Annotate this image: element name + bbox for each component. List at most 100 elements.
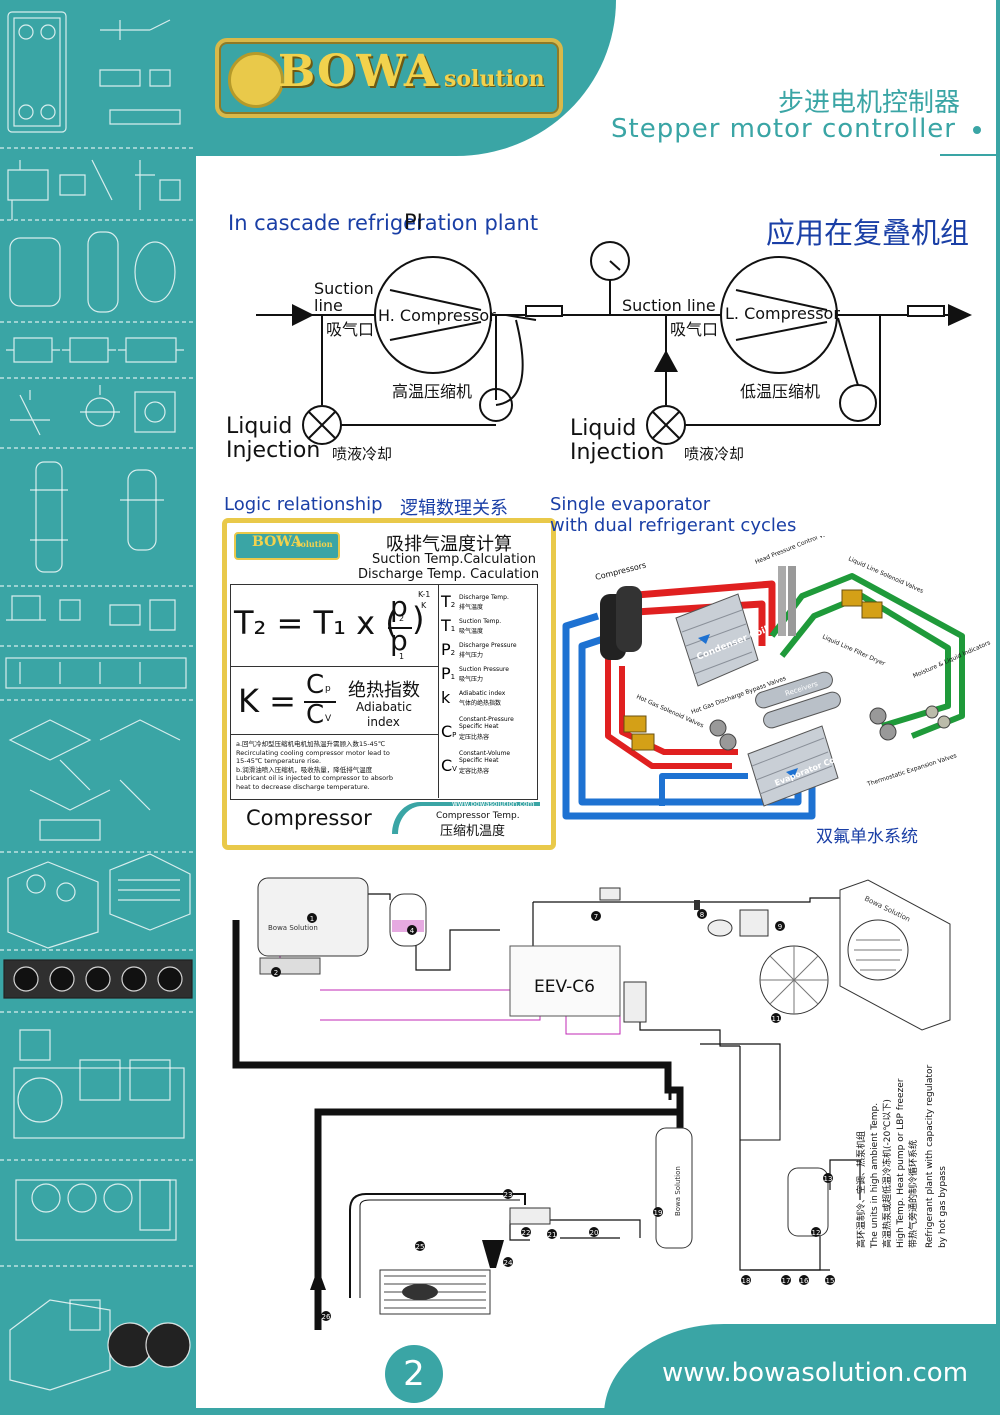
card-note-line: heat to decrease discharge temperature. [236,782,370,791]
flow-arrow-icon [948,304,972,326]
part-number: 17 [782,1277,791,1285]
dual-cycle-diagram: Compressors Head Pressure Control Valves… [562,536,992,820]
injection-label-1: Injection [226,438,321,463]
card-comp-temp-en: Compressor Temp. [436,811,520,821]
suction-line-label-1b: line [314,296,343,315]
suction-cn-label-2: 吸气口 [670,320,719,339]
receiver-tank-icon [655,1127,693,1249]
card-footer-inner [398,806,540,834]
pressure-valve-icon [778,566,786,636]
side-note: 高温热泵或超低温冷冻机(-20℃以下) [881,1099,893,1248]
label-thermostatic: Thermostatic Expansion Valves [866,752,958,788]
part-number: 11 [772,1015,781,1023]
part-number: 21 [548,1231,557,1239]
k-formula-den: C [306,700,325,730]
formula-fraction-bar [388,627,412,629]
formula-p1-sub: 1 [399,652,405,661]
card-note-line: a.回气冷却型压缩机电机加热温升需顾入数15-45℃ [236,740,386,748]
legend-symbol: C [441,756,453,775]
formula-close-paren: ) [412,600,425,638]
condenser-coil-icon [675,593,759,687]
bypass-valve-icon [719,733,737,751]
legend-en: Adiabatic index [459,690,506,697]
legend-item: CV Constant-Volume Specific Heat 定容比热容 [441,750,510,775]
part-number: 20 [590,1229,599,1237]
pressure-valve-icon [788,566,796,636]
part-number: 19 [654,1209,663,1217]
separator-icon [389,893,427,947]
card-title-cn: 吸排气温度计算 [386,534,512,555]
legend-en: Suction Temp. [459,618,502,625]
legend-cn: 吸气温度 [459,628,484,635]
compressor-icon [616,586,642,652]
cascade-heading-cn: 应用在复叠机组 [766,216,970,250]
formula-exponent-den: K [421,601,427,610]
liquid-receiver-icon [787,1167,829,1237]
part-number: 12 [812,1229,821,1237]
part-number: 26 [322,1313,331,1321]
legend-symbol: T [441,616,451,635]
part-number: 22 [522,1229,531,1237]
legend-symbol: C [441,722,453,741]
part-number: 16 [800,1277,809,1285]
part-number: 4 [410,927,415,935]
pressure-switch-icon [707,919,733,937]
k-formula-num: C [306,670,325,700]
card-logo-sub: solution [296,539,333,549]
side-note: The units in high ambient Temp. [870,1103,880,1249]
page-title-en: Stepper motor controller [611,114,956,144]
injection-cn-1: 喷液冷却 [332,445,393,463]
brand-logo-text: BOWA [278,46,440,97]
card-divider [438,584,439,798]
card-compressor-label: Compressor [246,806,372,830]
formula-t2: T₂ = T₁ x ( [234,604,398,642]
part-number: 24 [504,1259,513,1267]
flow-arrow-icon [292,304,314,326]
evaporator-heading-1: Single evaporator [550,494,711,515]
legend-en: Discharge Temp. [459,594,509,601]
part-number: 9 [778,923,782,931]
legend-en: Discharge Pressure [459,642,517,649]
brand-logo-sub: solution [444,66,545,92]
legend-symbol: P [441,640,451,659]
part-number: 2 [274,969,278,977]
legend-en: Suction Pressure [459,666,509,673]
flow-arrow-icon [654,350,678,372]
adiabatic-en2: index [367,715,400,729]
legend-symbol: P [441,664,451,683]
page-title-cn: 步进电机控制器 [777,88,960,118]
side-note: 带热气旁通的制冷循环系统 [907,1140,919,1248]
adiabatic-cn: 绝热指数 [348,680,420,701]
legend-symbol: k [441,688,451,707]
expansion-valve-icon [879,723,897,741]
distributor-icon [482,1240,504,1268]
solenoid-valve-icon [841,589,863,607]
sight-glass-icon [599,887,621,901]
footer-band [604,1324,996,1415]
side-note: Refrigerant plant with capacity regulato… [925,1065,935,1248]
k-formula-label: K = [238,682,296,720]
formula-grid [230,584,538,800]
brand-emblem-icon [228,52,284,108]
legend-item: CP Constant-Pressure Specific Heat 定压比热容 [441,716,514,741]
footer-url[interactable]: www.bowasolution.com [662,1358,969,1388]
part-number: 23 [504,1191,513,1199]
solenoid-valve-icon [861,601,883,619]
l-compressor-cn: 低温压缩机 [740,382,821,401]
logic-heading-cn: 逻辑数理关系 [400,498,508,519]
l-compressor-label: L. Compressor [725,304,840,323]
label-moisture: Moisture & Liquid Indicators [912,639,992,680]
label-head-pressure: Head Pressure Control Valves [754,536,838,566]
side-note: by hot gas bypass [938,1166,948,1248]
legend-cn: 吸气压力 [459,676,484,683]
legend-cn: 排气温度 [459,604,484,611]
right-edge-band [996,0,1000,1415]
legend-item: T1 Suction Temp. 吸气温度 [441,616,501,635]
legend-item: k Adiabatic index 气体的绝热指数 [441,688,505,707]
flow-arrow-icon [786,768,798,778]
h-compressor-cn: 高温压缩机 [392,382,473,401]
legend-cn: 排气压力 [459,652,484,659]
evaporator-caption-cn: 双氟单水系统 [816,827,918,847]
injection-cn-2: 喷液冷却 [684,445,745,463]
card-note-line: Lubricant oil is injected to compressor … [236,774,393,783]
